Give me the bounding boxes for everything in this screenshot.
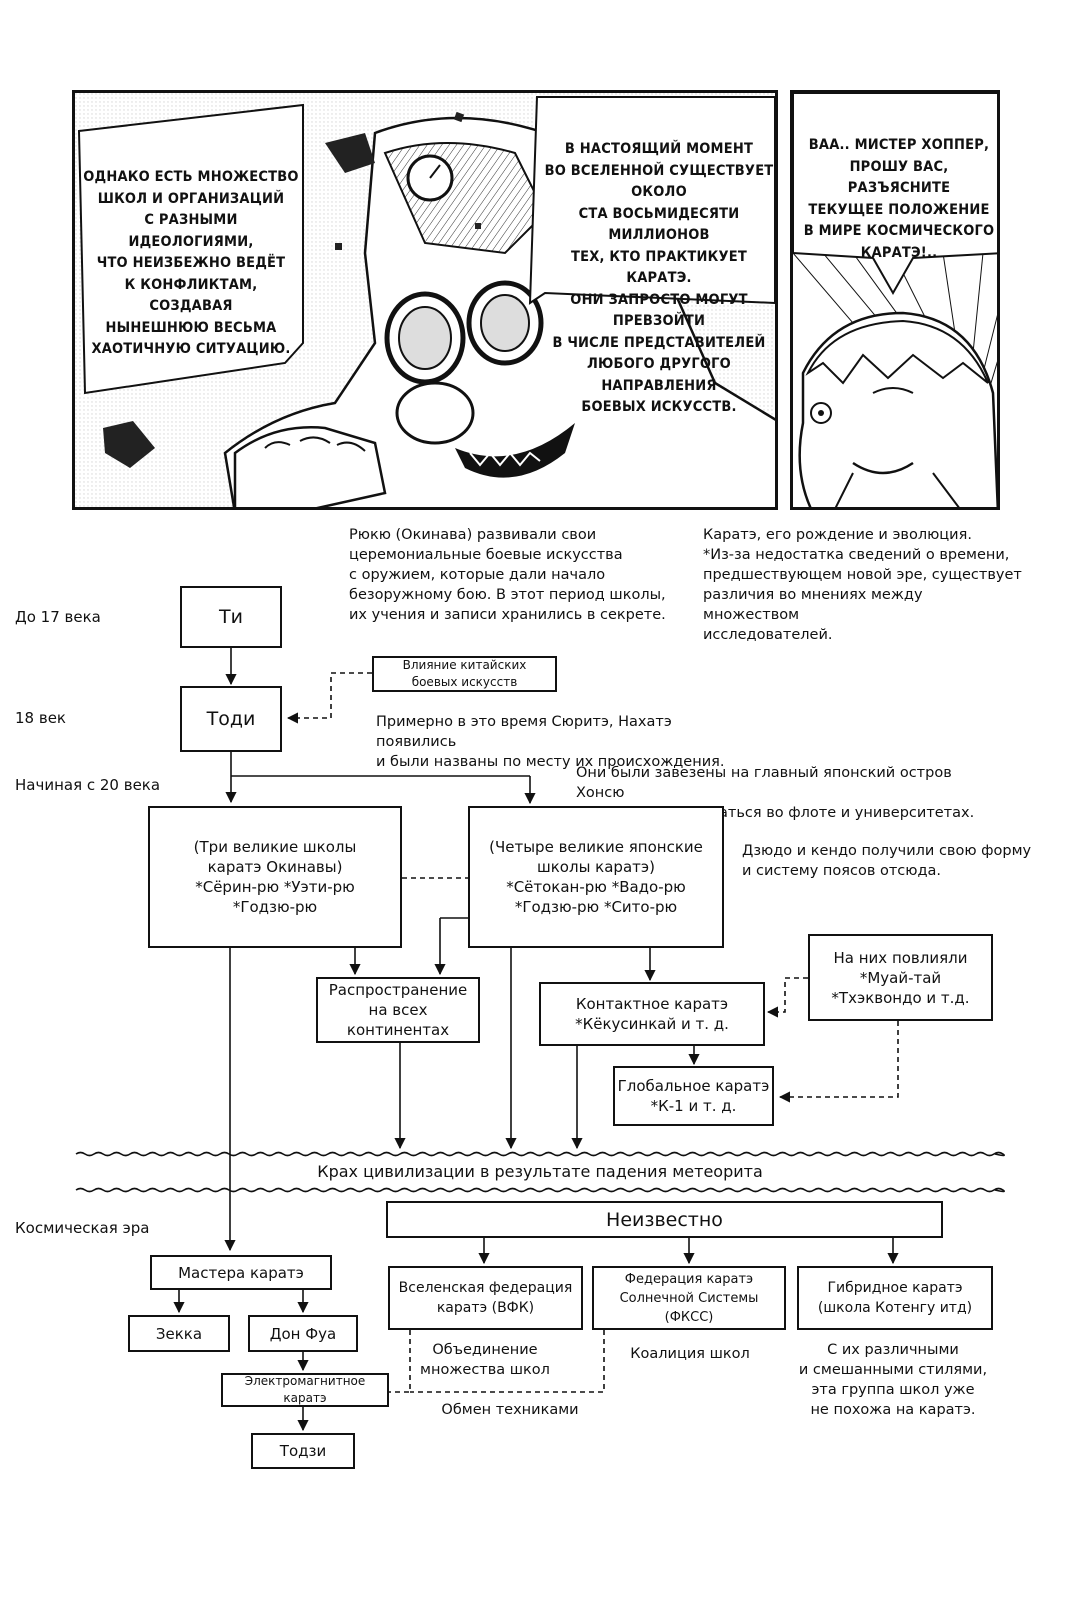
note-exchange: Обмен техниками (441, 1402, 579, 1418)
box-spread: Распространение на всех континентах (316, 977, 480, 1043)
era-before-17: До 17 века (15, 608, 101, 626)
box-hybrid-karate: Гибридное каратэ (школа Котенгу итд) (797, 1266, 993, 1330)
hopper-illustration (75, 93, 775, 507)
box-contact-karate: Контактное каратэ *Кёкусинкай и т. д. (539, 982, 765, 1046)
box-influenced: На них повлияли *Муай-тай *Тхэквондо и т… (808, 934, 993, 1021)
speech-bubble-right: В настоящий момент во вселенной существу… (544, 141, 774, 415)
note-unification: Объединение множества школ (420, 1342, 550, 1378)
reporter-illustration (793, 93, 997, 507)
box-karate-masters: Мастера каратэ (150, 1255, 332, 1290)
meteor-collapse-label: Крах цивилизации в результате падения ме… (317, 1162, 763, 1181)
box-don-fua: Дон Фуа (248, 1315, 358, 1352)
box-electromagnetic-karate: Электромагнитное каратэ (221, 1373, 389, 1407)
comic-panel-reporter: Ваа.. Мистер Хоппер, прошу вас, разъясни… (790, 90, 1000, 510)
speech-bubble-left: Однако есть множество школ и организаций… (83, 169, 299, 357)
era-18: 18 век (15, 709, 66, 727)
box-fkss: Федерация каратэ Солнечной Системы (ФКСС… (592, 1266, 786, 1330)
era-from-20: Начиная с 20 века (15, 776, 161, 794)
note-origin: Каратэ, его рождение и эволюция. *Из-за … (703, 527, 1022, 643)
box-ti: Ти (180, 586, 282, 648)
box-global-karate: Глобальное каратэ *К-1 и т. д. (613, 1066, 774, 1126)
era-space: Космическая эра (15, 1219, 150, 1237)
speech-bubble-reporter: Ваа.. Мистер Хоппер, прошу вас, разъясни… (803, 137, 995, 261)
box-chinese-influence: Влияние китайских боевых искусств (372, 656, 557, 692)
box-unknown: Неизвестно (386, 1201, 943, 1238)
box-todzi: Тодзи (251, 1433, 355, 1469)
box-zekka: Зекка (128, 1315, 230, 1352)
box-todi: Тоди (180, 686, 282, 752)
note-surite: Примерно в это время Сюритэ, Нахатэ появ… (376, 714, 725, 770)
note-ryukyu: Рюкю (Окинава) развивали свои церемониал… (349, 527, 666, 623)
box-okinawa-schools: (Три великие школы каратэ Окинавы) *Сёри… (148, 806, 402, 948)
note-coalition: Коалиция школ (630, 1346, 750, 1362)
box-japan-schools: (Четыре великие японские школы каратэ) *… (468, 806, 724, 948)
box-vfk: Вселенская федерация каратэ (ВФК) (388, 1266, 583, 1330)
comic-panel-hopper: Однако есть множество школ и организаций… (72, 90, 778, 510)
note-hybrid: С их различными и смешанными стилями, эт… (798, 1342, 988, 1418)
note-judo: Дзюдо и кендо получили свою форму и сист… (742, 843, 1032, 879)
